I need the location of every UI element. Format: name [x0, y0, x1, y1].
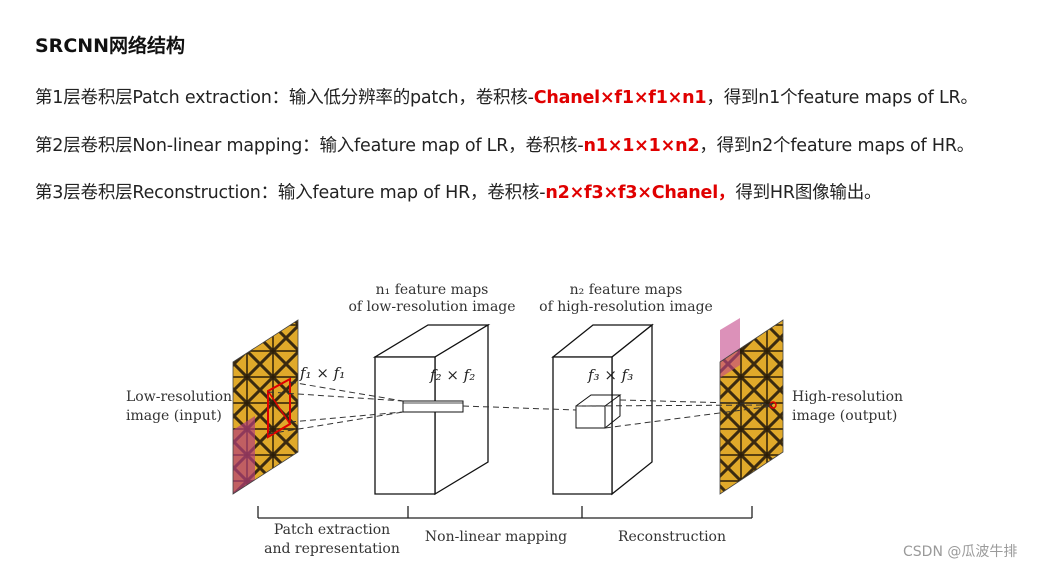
- watermark: CSDN @瓜波牛排: [903, 544, 1018, 560]
- stage1-label-line1: Patch extraction: [274, 522, 390, 538]
- stage-bracket: [257, 506, 753, 519]
- layer1-kernel-highlight: Chanel×f1×f1×n1: [533, 88, 707, 108]
- layer2-kernel-highlight: n1×1×1×n2: [583, 136, 700, 156]
- layer1-description: 第1层卷积层Patch extraction：输入低分辨率的patch，卷积核-…: [35, 84, 978, 109]
- layer2-text-end: ，得到n2个feature maps of HR。: [699, 136, 975, 156]
- reconstruction-kernel-cube: [575, 394, 622, 429]
- output-label-line1: High-resolution: [792, 389, 903, 405]
- layer3-text: 第3层卷积层Reconstruction：输入feature map of HR…: [35, 183, 546, 203]
- projection-lines: [267, 381, 774, 435]
- block2-caption-line2: of high-resolution image: [539, 299, 713, 315]
- layer3-kernel-highlight: n2×f3×f3×Chanel，: [545, 183, 736, 203]
- feature-block-1: [372, 323, 491, 496]
- kernel3-label: f₃ × f₃: [587, 366, 633, 384]
- layer2-description: 第2层卷积层Non-linear mapping：输入feature map o…: [35, 132, 974, 157]
- layer3-text-end: 得到HR图像输出。: [735, 183, 882, 203]
- layer1-text: 第1层卷积层Patch extraction：输入低分辨率的patch，卷积核-: [35, 88, 534, 108]
- input-label-line2: image (input): [126, 408, 222, 424]
- layer1-text-end: ，得到n1个feature maps of LR。: [706, 88, 978, 108]
- input-label-line1: Low-resolution: [126, 389, 232, 405]
- block1-caption-line2: of low-resolution image: [348, 299, 515, 315]
- page-title: SRCNN网络结构: [35, 35, 186, 57]
- layer2-text: 第2层卷积层Non-linear mapping：输入feature map o…: [35, 136, 584, 156]
- output-label-line2: image (output): [792, 408, 897, 424]
- stage1-label-line2: and representation: [264, 541, 400, 557]
- output-image: [719, 318, 784, 495]
- kernel1-label: f₁ × f₁: [299, 364, 345, 382]
- feature-block-2: [551, 323, 654, 496]
- input-image: [232, 319, 299, 495]
- block1-caption-line1: n₁ feature maps: [376, 282, 489, 298]
- block2-caption-line1: n₂ feature maps: [570, 282, 683, 298]
- stage2-label: Non-linear mapping: [425, 529, 567, 545]
- stage3-label: Reconstruction: [618, 529, 726, 545]
- kernel2-label: f₂ × f₂: [429, 366, 475, 384]
- layer3-description: 第3层卷积层Reconstruction：输入feature map of HR…: [35, 179, 882, 204]
